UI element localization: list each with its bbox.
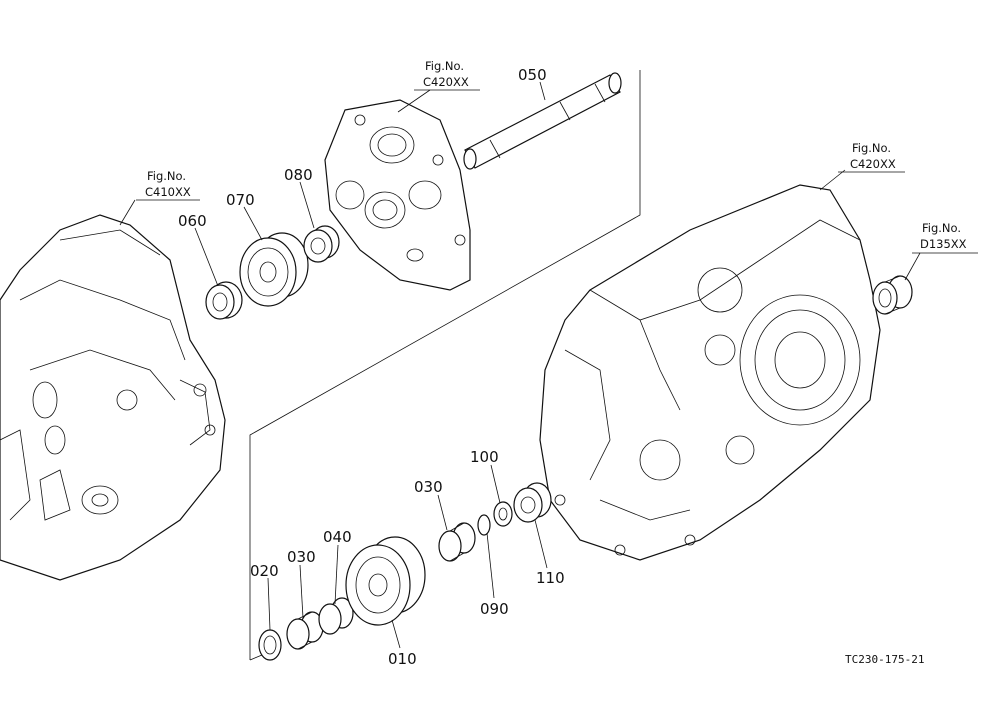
- part-labels: 060 070 080 050 020 030 040 010 030 100 …: [178, 66, 565, 668]
- fig-ref-d135: Fig.No. D135XX: [912, 221, 978, 254]
- fig-ref-c410: Fig.No. C410XX: [136, 169, 200, 201]
- part-label-090: 090: [480, 600, 509, 618]
- part-label-070: 070: [226, 191, 255, 209]
- gear-070: [239, 232, 309, 307]
- part-label-100: 100: [470, 448, 499, 466]
- d135-bushing: [872, 275, 913, 315]
- fig-ref-line1: Fig.No.: [852, 141, 891, 155]
- fig-ref-line2: D135XX: [920, 237, 967, 251]
- center-cover-plate: [324, 99, 471, 291]
- part-label-030-upper: 030: [414, 478, 443, 496]
- ring-020: [258, 629, 282, 661]
- fig-ref-line1: Fig.No.: [425, 59, 464, 73]
- fig-ref-line2: C410XX: [145, 185, 191, 199]
- needle-bearing-030-upper: [438, 522, 476, 562]
- needle-bearing-030-lower: [286, 611, 324, 650]
- part-label-040: 040: [323, 528, 352, 546]
- gear-010: [345, 536, 426, 626]
- part-label-020: 020: [250, 562, 279, 580]
- fig-ref-c420-top: Fig.No. C420XX: [414, 59, 480, 91]
- collar-040: [318, 597, 354, 635]
- left-housing: [0, 214, 226, 581]
- fig-ref-line2: C420XX: [850, 157, 896, 171]
- fig-ref-line2: C420XX: [423, 75, 469, 89]
- fig-ref-line1: Fig.No.: [922, 221, 961, 235]
- right-main-case: [539, 184, 881, 561]
- snap-ring-090: [477, 514, 491, 536]
- leader-lines: [119, 81, 921, 649]
- part-label-010: 010: [388, 650, 417, 668]
- part-label-030-lower: 030: [287, 548, 316, 566]
- bearing-060: [205, 281, 243, 320]
- part-label-050: 050: [518, 66, 547, 84]
- shaft-050: [463, 72, 622, 170]
- fig-ref-line1: Fig.No.: [147, 169, 186, 183]
- drawing-code: TC230-175-21: [845, 653, 924, 666]
- fig-ref-c420-right: Fig.No. C420XX: [838, 141, 905, 173]
- bearing-080: [303, 225, 340, 263]
- washer-100: [493, 501, 513, 527]
- part-label-060: 060: [178, 212, 207, 230]
- bearing-110: [513, 482, 552, 523]
- assembly-guides: [249, 70, 641, 661]
- part-label-080: 080: [284, 166, 313, 184]
- part-label-110: 110: [536, 569, 565, 587]
